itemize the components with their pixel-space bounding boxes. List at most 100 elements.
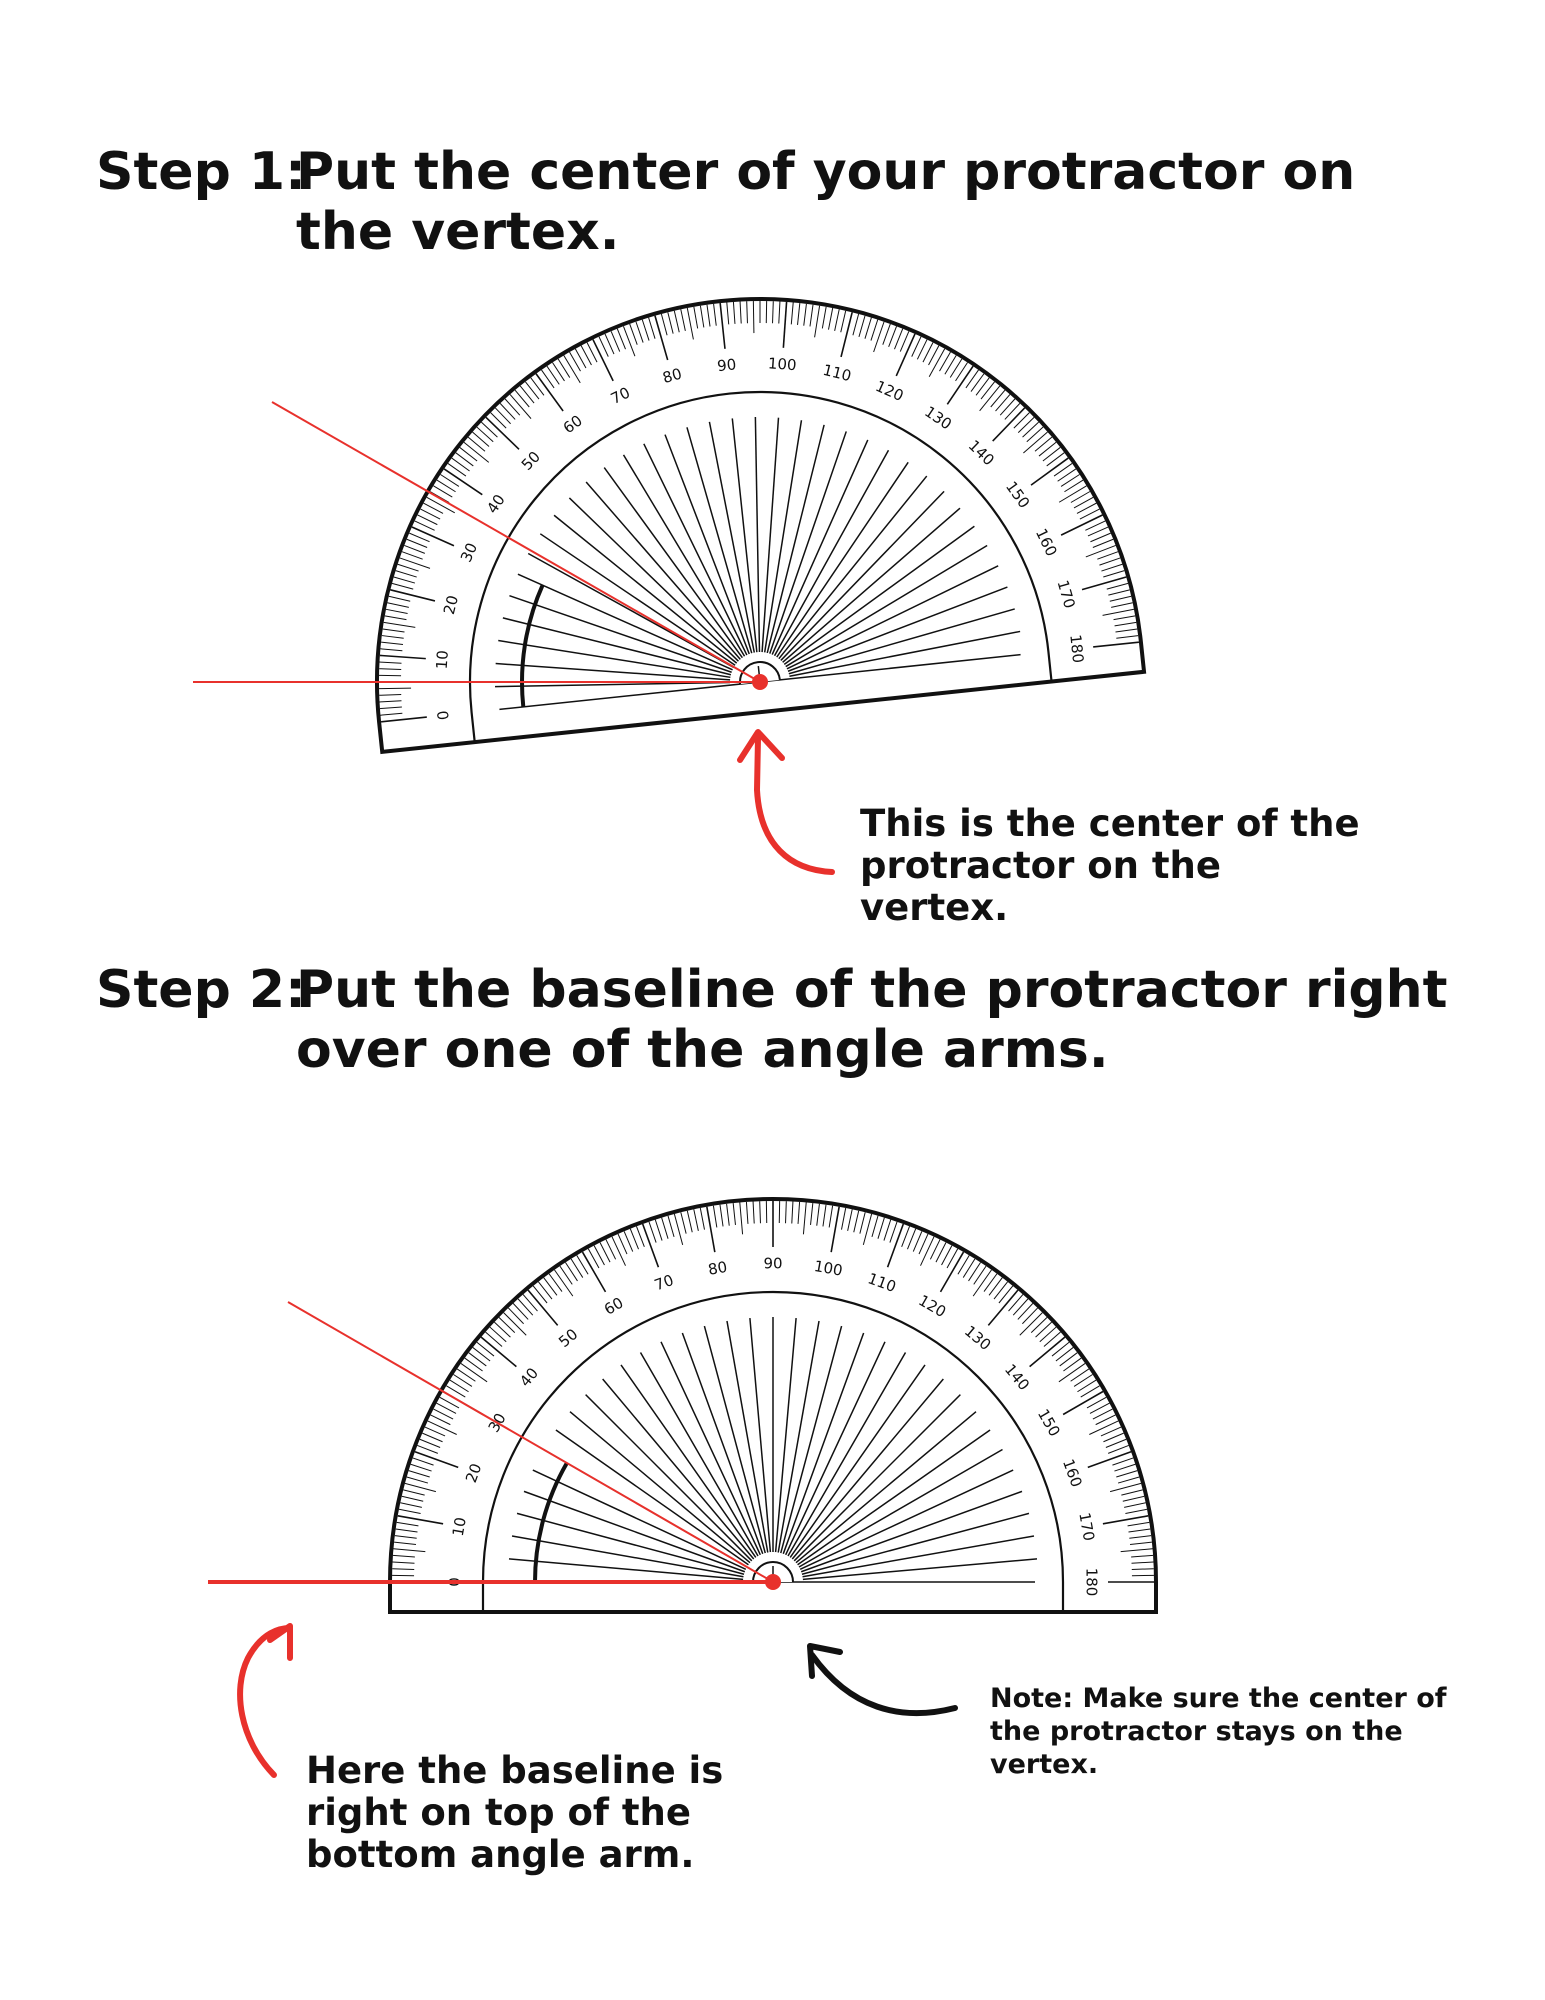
degree-tick: [629, 323, 638, 345]
degree-tick: [543, 1277, 558, 1296]
degree-tick: [759, 1201, 761, 1224]
degree-tick: [803, 303, 807, 326]
radial-guide-line: [788, 608, 1015, 675]
degree-tick: [417, 1444, 439, 1454]
radial-guide-line: [585, 1394, 753, 1562]
radial-guide-line: [782, 507, 961, 663]
scale-label: 10: [449, 1516, 470, 1538]
degree-tick: [965, 369, 979, 389]
degree-tick: [673, 310, 680, 333]
radial-guide-line: [620, 1364, 757, 1558]
degree-tick: [440, 474, 460, 487]
degree-tick: [611, 1236, 626, 1266]
degree-tick: [1017, 416, 1035, 433]
degree-tick: [512, 1303, 529, 1320]
degree-tick: [706, 304, 711, 327]
degree-tick: [1101, 563, 1123, 572]
scale-label: 70: [652, 1271, 676, 1294]
degree-tick: [693, 1209, 699, 1231]
red-arrow-1: [737, 729, 835, 875]
degree-tick: [713, 303, 717, 326]
degree-tick: [436, 1402, 457, 1414]
degree-tick: [569, 351, 581, 372]
degree-tick: [456, 1368, 476, 1382]
degree-tick: [433, 485, 453, 498]
degree-tick: [941, 1245, 953, 1266]
inner-arc: [481, 1290, 1065, 1612]
degree-tick: [398, 1508, 421, 1514]
degree-tick: [901, 1226, 911, 1248]
radial-guide-line: [502, 617, 732, 676]
degree-tick: [1017, 1303, 1034, 1320]
degree-tick: [870, 319, 879, 341]
degree-tick: [1087, 1450, 1132, 1469]
degree-tick: [604, 333, 615, 355]
degree-tick: [1102, 608, 1135, 616]
degree-tick: [1051, 1341, 1070, 1357]
degree-tick: [1057, 468, 1077, 482]
degree-tick: [419, 1438, 441, 1448]
degree-tick: [1081, 576, 1127, 591]
degree-tick: [916, 339, 928, 360]
degree-tick: [667, 312, 674, 334]
degree-tick: [1059, 1352, 1078, 1367]
degree-tick: [1129, 1535, 1152, 1539]
degree-tick: [616, 328, 626, 350]
degree-tick: [381, 635, 404, 639]
scale-label: 20: [462, 1461, 485, 1485]
degree-tick: [992, 407, 1026, 442]
degree-tick: [380, 712, 403, 716]
scale-label: 80: [661, 365, 684, 388]
degree-tick: [1093, 641, 1139, 648]
degree-tick: [384, 615, 407, 621]
radial-guide-line: [783, 525, 975, 665]
degree-tick: [1070, 491, 1091, 503]
degree-tick: [1100, 1426, 1122, 1437]
degree-tick: [975, 377, 990, 396]
radial-guide-line: [726, 1320, 769, 1553]
degree-tick: [853, 1210, 860, 1233]
degree-tick: [648, 317, 656, 339]
degree-tick: [840, 310, 847, 333]
degree-tick: [962, 1258, 976, 1278]
degree-tick: [895, 333, 916, 377]
degree-tick: [1029, 1336, 1066, 1368]
radial-guide-line: [731, 418, 758, 653]
degree-tick: [379, 706, 402, 710]
degree-tick: [1080, 1385, 1100, 1398]
radial-guide-line: [776, 461, 909, 658]
degree-tick: [862, 1213, 873, 1246]
degree-tick: [797, 303, 801, 326]
degree-tick: [719, 303, 726, 349]
black-arrow: [807, 1643, 958, 1717]
degree-tick: [739, 301, 742, 324]
radial-guide-line: [602, 1378, 755, 1560]
degree-tick: [587, 1248, 600, 1269]
degree-tick: [993, 1281, 1008, 1300]
degree-tick: [472, 1347, 491, 1362]
degree-tick: [778, 301, 781, 324]
degree-tick: [920, 1236, 935, 1266]
degree-tick: [392, 1568, 415, 1570]
radial-guide-line: [509, 595, 732, 673]
degree-tick: [541, 369, 555, 389]
degree-tick: [385, 608, 408, 614]
degree-tick: [494, 1321, 511, 1338]
degree-tick: [840, 312, 853, 358]
degree-tick: [797, 1201, 801, 1224]
degree-tick: [490, 412, 507, 429]
degree-tick: [430, 1414, 451, 1426]
degree-tick: [530, 377, 545, 396]
degree-tick: [1022, 421, 1039, 438]
degree-tick: [1103, 570, 1125, 578]
degree-tick: [1086, 1396, 1107, 1409]
degree-tick: [957, 1255, 970, 1275]
degree-tick: [1114, 1463, 1136, 1472]
radial-guide-line: [774, 1317, 797, 1553]
degree-tick: [1035, 1321, 1052, 1338]
degree-tick: [468, 1352, 487, 1367]
degree-tick: [622, 326, 636, 357]
degree-tick: [422, 1432, 443, 1443]
radial-guide-line: [495, 681, 731, 688]
